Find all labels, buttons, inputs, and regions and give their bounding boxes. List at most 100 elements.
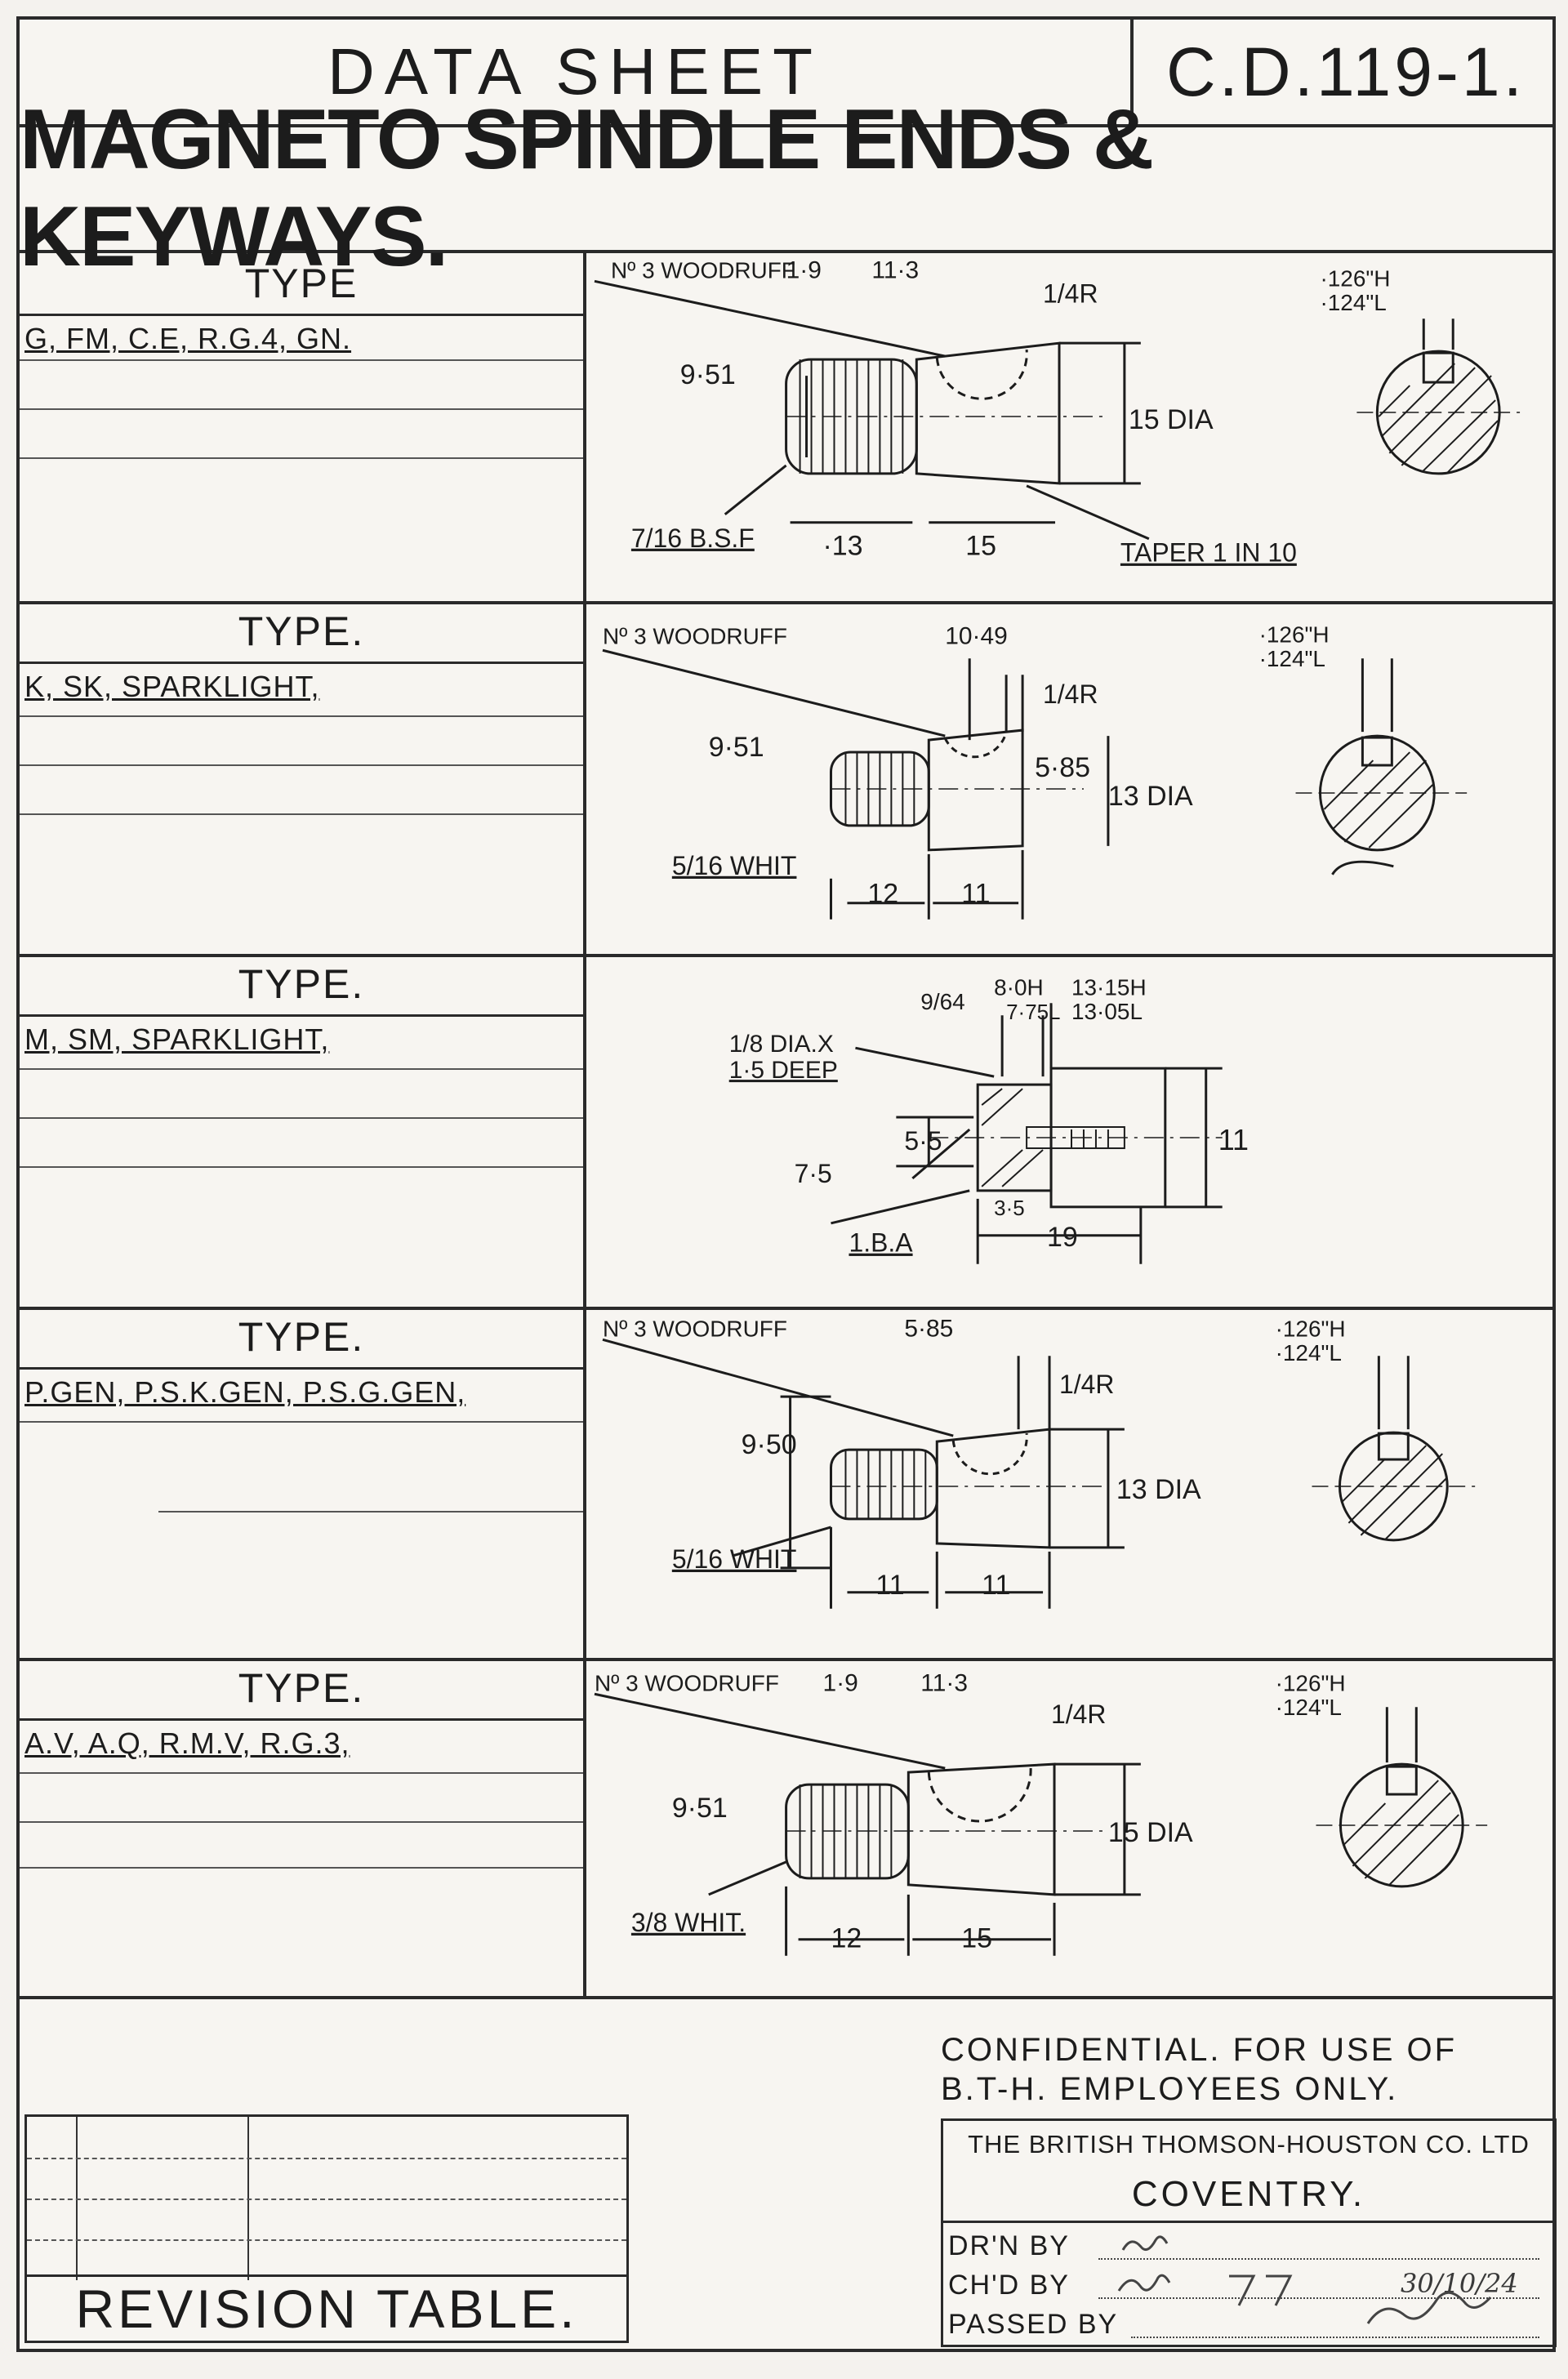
rule-line xyxy=(20,1421,583,1423)
keyway-h-label: ·126"H xyxy=(1320,265,1390,291)
rule-line xyxy=(20,1117,583,1119)
keyway-l-label: ·124"L xyxy=(1276,1340,1342,1365)
sheet-footer: REVISION TABLE. CONFIDENTIAL. FOR USE OF… xyxy=(20,1996,1557,2349)
dim-label: 11·3 xyxy=(920,1669,968,1696)
keyway-h-label: ·126"H xyxy=(1276,1316,1346,1341)
type-panel: TYPE. M, SM, SPARKLIGHT, xyxy=(20,954,586,1307)
rule-line xyxy=(20,1166,583,1168)
spindle-drawing: Nº 3 WOODRUFF 5·85 1/4R 9·50 13 DIA 5/16… xyxy=(602,1315,1476,1609)
woodruff-label: Nº 3 WOODRUFF xyxy=(603,623,787,648)
dim-label: 15 xyxy=(965,531,996,562)
passed-by-label: PASSED BY xyxy=(948,2309,1119,2340)
dim-label: 19 xyxy=(1047,1222,1078,1253)
type-label: TYPE xyxy=(20,253,583,316)
thread-label: 3/8 WHIT. xyxy=(631,1908,746,1937)
rule-line xyxy=(20,813,583,815)
rule-line xyxy=(20,764,583,766)
dim-label: 11 xyxy=(875,1570,904,1601)
date-value: 30/10/24 xyxy=(1401,2268,1518,2299)
model-list: A.V, A.Q, R.M.V, R.G.3, xyxy=(24,1726,350,1760)
dia-label: 13 DIA xyxy=(1116,1474,1201,1505)
drawing-panel: Nº 3 WOODRUFF 1·9 11·3 1/4R 9·51 15 DIA … xyxy=(586,253,1552,601)
model-list: P.GEN, P.S.K.GEN, P.S.G.GEN, xyxy=(24,1375,466,1409)
type-label: TYPE. xyxy=(20,954,583,1017)
revision-table: REVISION TABLE. xyxy=(24,2114,629,2343)
dim-label: 13·05L xyxy=(1071,999,1143,1024)
sheet-title: MAGNETO SPINDLE ENDS & KEYWAYS. xyxy=(20,92,1552,284)
woodruff-label: Nº 3 WOODRUFF xyxy=(611,257,795,283)
drawing-panel: Nº 3 WOODRUFF 10·49 1/4R 9·51 5·85 13 DI… xyxy=(586,601,1552,954)
woodruff-label: Nº 3 WOODRUFF xyxy=(595,1670,779,1695)
section-5: TYPE. A.V, A.Q, R.M.V, R.G.3, xyxy=(20,1658,1552,1999)
dim-label: 11 xyxy=(982,1570,1010,1601)
dim-label: 8·0H xyxy=(994,974,1044,1000)
thread-label: 5/16 WHIT xyxy=(672,851,797,880)
dia-label: 15 DIA xyxy=(1108,1817,1193,1848)
taper-label: TAPER 1 IN 10 xyxy=(1120,538,1297,568)
thread-label: 7/16 B.S.F xyxy=(631,523,755,553)
keyway-h-label: ·126"H xyxy=(1276,1670,1346,1695)
dim-label: 11 xyxy=(961,879,990,910)
keyway-l-label: ·124"L xyxy=(1320,290,1386,315)
section-2: TYPE. K, SK, SPARKLIGHT, xyxy=(20,601,1552,957)
sheet-label: DATA SHEET xyxy=(327,35,822,108)
rule-line xyxy=(27,2158,626,2159)
rule-line xyxy=(1131,2337,1539,2338)
rule-line xyxy=(1098,2258,1539,2260)
rule-line xyxy=(27,2199,626,2200)
drawing-panel: Nº 3 WOODRUFF 1·9 11·3 1/4R 9·51 15 DIA … xyxy=(586,1658,1552,1996)
dia-label: 13 DIA xyxy=(1108,781,1193,812)
rule-line xyxy=(1098,2297,1539,2299)
model-list: M, SM, SPARKLIGHT, xyxy=(24,1022,330,1056)
type-label: TYPE. xyxy=(20,601,583,664)
checked-by-label: CH'D BY xyxy=(948,2270,1070,2301)
dim-label: 12 xyxy=(867,879,898,910)
confidential-line: CONFIDENTIAL. FOR USE OF xyxy=(941,2032,1458,2068)
sheet-header: DATA SHEET C.D.119-1. xyxy=(20,20,1552,127)
rule-line xyxy=(20,715,583,717)
section-1: TYPE G, FM, C.E, R.G.4, GN. xyxy=(20,253,1552,604)
height-label: 9·51 xyxy=(680,359,736,390)
dim-label: 11·3 xyxy=(871,256,919,283)
type-panel: TYPE. P.GEN, P.S.K.GEN, P.S.G.GEN, xyxy=(20,1307,586,1658)
model-list: K, SK, SPARKLIGHT, xyxy=(24,670,320,703)
company-city: COVENTRY. xyxy=(943,2168,1554,2223)
spindle-drawing: 9/64 8·0H 7·75L 13·15H 13·05L 1/8 DIA.X … xyxy=(729,974,1249,1264)
dim-label: ·13 xyxy=(823,531,863,562)
dim-label: 5·85 xyxy=(1035,752,1090,783)
rule-line xyxy=(20,1068,583,1070)
dim-label: 10·49 xyxy=(945,622,1008,649)
dim-label: 12 xyxy=(831,1923,862,1954)
keyway-l-label: ·124"L xyxy=(1276,1695,1342,1720)
thread-label: 1.B.A xyxy=(849,1228,913,1258)
type-panel: TYPE. A.V, A.Q, R.M.V, R.G.3, xyxy=(20,1658,586,1996)
radius-label: 1/4R xyxy=(1043,278,1098,308)
rule-line xyxy=(20,1867,583,1869)
rule-line xyxy=(20,1772,583,1774)
thread-label: 5/16 WHIT xyxy=(672,1544,797,1574)
keyway-l-label: ·124"L xyxy=(1259,646,1325,671)
dim-label: 7·5 xyxy=(795,1159,832,1188)
handwritten-signatures xyxy=(1117,2235,1492,2324)
dim-label: 1·9 xyxy=(823,1669,858,1696)
height-label: 9·50 xyxy=(742,1429,797,1460)
rule-line xyxy=(27,2239,626,2241)
section-4: TYPE. P.GEN, P.S.K.GEN, P.S.G.GEN, xyxy=(20,1307,1552,1661)
company-name: THE BRITISH THOMSON-HOUSTON CO. LTD xyxy=(968,2130,1530,2158)
title-block: THE BRITISH THOMSON-HOUSTON CO. LTD COVE… xyxy=(941,2118,1557,2347)
woodruff-label: Nº 3 WOODRUFF xyxy=(603,1316,787,1341)
rule-line xyxy=(20,457,583,459)
dim-label: 15 xyxy=(961,1923,992,1954)
dim-label: 11 xyxy=(1218,1123,1249,1156)
type-label: TYPE. xyxy=(20,1658,583,1721)
confidential-notice: CONFIDENTIAL. FOR USE OF B.T-H. EMPLOYEE… xyxy=(941,2030,1457,2109)
data-sheet: DATA SHEET C.D.119-1. MAGNETO SPINDLE EN… xyxy=(16,16,1557,2352)
section-3: TYPE. M, SM, SPARKLIGHT, xyxy=(20,954,1552,1310)
type-panel: TYPE. K, SK, SPARKLIGHT, xyxy=(20,601,586,954)
dim-label: 3·5 xyxy=(994,1197,1025,1220)
type-label: TYPE. xyxy=(20,1307,583,1370)
spindle-drawing: Nº 3 WOODRUFF 1·9 11·3 1/4R 9·51 15 DIA … xyxy=(594,1669,1488,1956)
radius-label: 1/4R xyxy=(1051,1700,1106,1729)
dim-label: 13·15H xyxy=(1071,974,1147,1000)
type-panel: TYPE G, FM, C.E, R.G.4, GN. xyxy=(20,253,586,601)
